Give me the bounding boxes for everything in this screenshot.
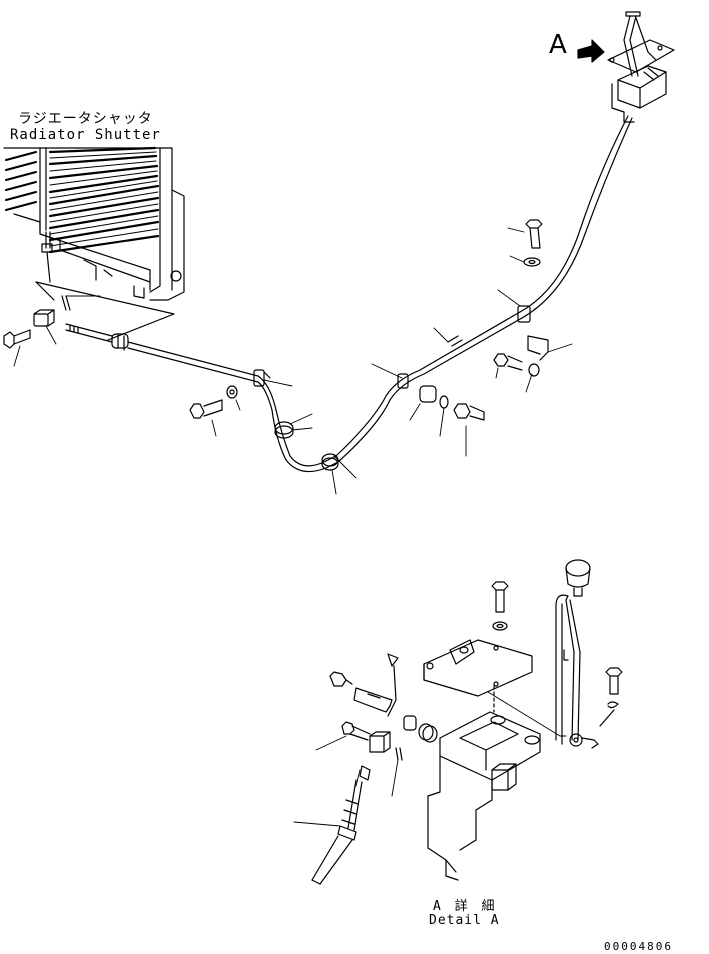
control-cable [128, 116, 632, 472]
leader-lines-top [14, 228, 572, 494]
detail-a-drawing [312, 560, 622, 884]
drawing-code: 00004806 [604, 940, 673, 953]
radiator-shutter [4, 148, 184, 300]
view-marker-label: A [549, 30, 567, 60]
cable-clamps [254, 306, 530, 470]
radiator-shutter-label-en: Radiator Shutter [10, 127, 161, 143]
leader-lines-detail [294, 736, 398, 826]
fasteners-row [190, 220, 548, 420]
control-lever-top [578, 12, 674, 122]
radiator-shutter-label-jp: ラジエータシャッタ [18, 111, 153, 127]
detail-title-jp: A 詳 細 [433, 899, 498, 914]
detail-title-en: Detail A [429, 913, 500, 928]
shutter-clevis-parts [4, 282, 174, 350]
